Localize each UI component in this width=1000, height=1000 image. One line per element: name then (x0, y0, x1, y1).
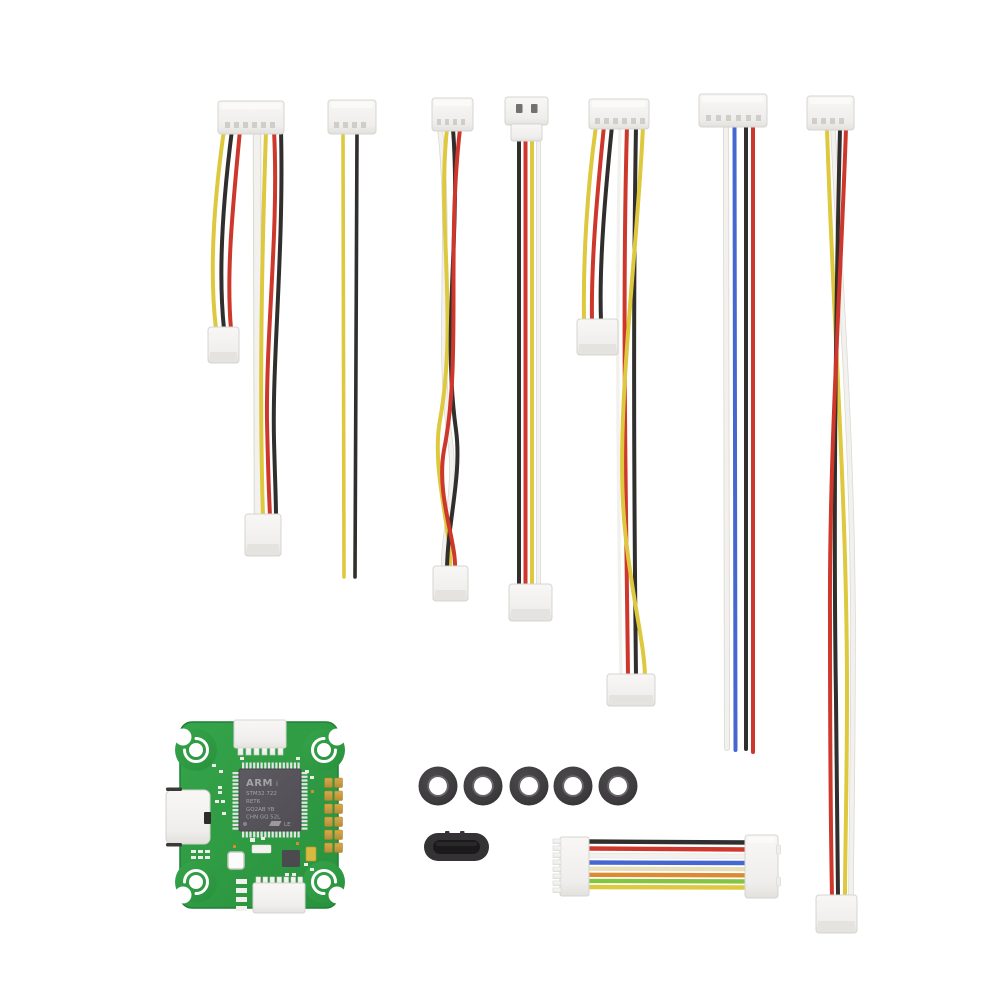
usb-c-port (165, 787, 211, 847)
grommet-1 (418, 766, 458, 806)
cable-4-top-plug (504, 96, 549, 142)
cable-5-y-harness (576, 98, 656, 707)
chip-marking-suffix: RET6 (246, 799, 261, 805)
chip-pin1-dot (243, 822, 247, 826)
chip-marking-arm: ARM (246, 778, 273, 789)
mounting-hole-centers (189, 743, 331, 889)
usb-c-dust-plug (424, 831, 489, 861)
cable-1-y-harness (207, 100, 285, 557)
cable-3-connector-pins (437, 119, 465, 125)
board-bottom-connector (236, 876, 306, 914)
board-top-connector (233, 719, 287, 756)
orange-components (233, 790, 314, 848)
solder-pads (324, 777, 343, 853)
ribbon-wires (585, 839, 749, 890)
ribbon-right-connector (744, 834, 781, 899)
flight-controller-board: ARM i STM32 722 RET6 GQ2AB YB CHN GQ 52L… (165, 719, 346, 914)
st-logo (269, 821, 282, 826)
chip-body (238, 768, 302, 832)
grommet-3 (509, 766, 549, 806)
ribbon-connector-teeth (552, 838, 562, 893)
cable-7-connector-pins (812, 118, 844, 124)
chip-marking-origin: CHN GQ 52L (246, 815, 281, 821)
mcu-chip: ARM i STM32 722 RET6 GQ2AB YB CHN GQ 52L… (232, 762, 308, 838)
chip-marking-i: i (276, 780, 278, 788)
ribbon-cable (552, 834, 781, 899)
cable-2-pigtail (327, 99, 377, 579)
chip-marking-le: LE (284, 822, 291, 828)
grommet-2 (463, 766, 503, 806)
grommet-4 (553, 766, 593, 806)
aux-chip (282, 850, 300, 867)
cable-4-straight (504, 96, 553, 622)
cable-6-connector-pins (706, 115, 761, 121)
small-components (191, 757, 317, 876)
plug-hole-left (516, 104, 523, 113)
barometer (227, 851, 245, 870)
cable-5-connector-pins (595, 118, 645, 124)
passive-components (191, 757, 314, 876)
cable-2-connector-pins (334, 122, 366, 128)
cable-6-pigtail (698, 93, 768, 754)
plug-hole-right (531, 104, 538, 113)
chip-marking-lot: GQ2AB YB (246, 807, 275, 813)
pin-label-stack (236, 879, 247, 911)
ribbon-left-connector (552, 836, 590, 897)
chip-pins (232, 762, 308, 838)
rubber-grommets (418, 766, 638, 806)
mounting-holes (183, 737, 337, 895)
silk-label (251, 844, 272, 854)
tantalum-capacitor (305, 846, 317, 862)
chip-marking-part: STM32 722 (246, 791, 277, 797)
grommet-5 (598, 766, 638, 806)
cable-3-twisted (431, 97, 474, 602)
cable-7-long-twisted (806, 95, 858, 934)
cable-1-connector-pins (225, 122, 275, 128)
